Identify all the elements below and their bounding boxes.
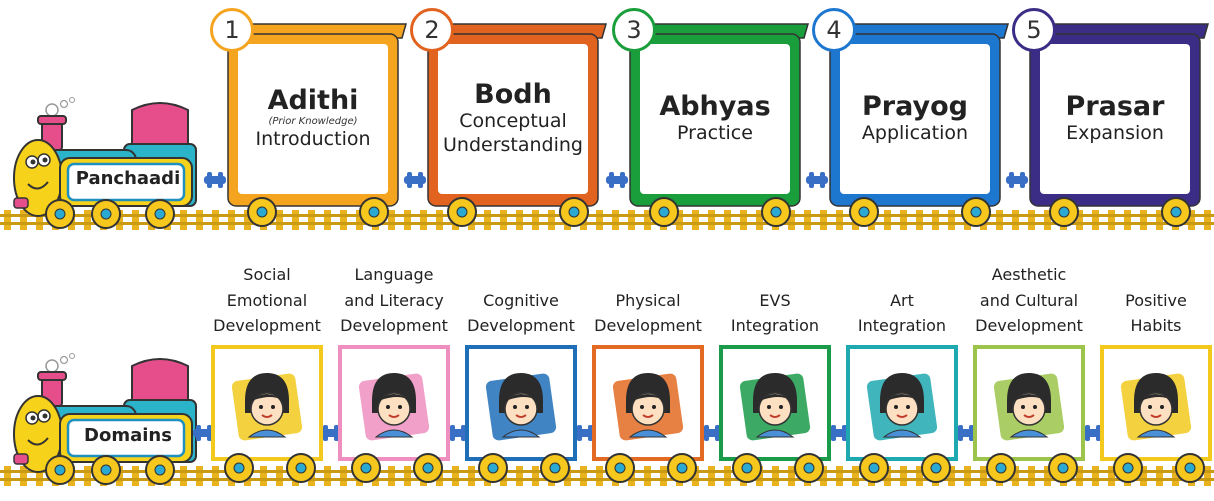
stage-wagon-4 xyxy=(824,23,1009,227)
engines xyxy=(13,97,197,485)
stage-subtitle: Application xyxy=(861,121,969,144)
domains-engine-label: Domains xyxy=(84,425,172,446)
coupler xyxy=(193,425,215,441)
domain-label-line: Cognitive xyxy=(483,290,559,310)
stage-note: (Prior Knowledge) xyxy=(268,115,358,127)
child-exercising-icon xyxy=(612,373,684,441)
stage-text-1: Adithi(Prior Knowledge)Introduction xyxy=(238,44,388,194)
domain-label-line: Art xyxy=(890,290,914,310)
stage-title: Abhyas xyxy=(659,91,771,123)
domain-label-line: Development xyxy=(213,316,321,336)
stage-title: Bodh xyxy=(474,79,552,111)
stage-number-3: 3 xyxy=(612,8,656,52)
coupler xyxy=(404,172,426,188)
domain-wagon-2 xyxy=(338,345,450,483)
stage-title: Prayog xyxy=(862,91,968,123)
domain-wagons xyxy=(211,345,1212,483)
domain-wagon-3 xyxy=(465,345,577,483)
domain-label-line: and Literacy xyxy=(344,290,444,310)
domain-label-line: Physical xyxy=(615,290,681,310)
coupler xyxy=(574,425,596,441)
domain-label-line: Development xyxy=(975,316,1083,336)
child-with-nature-icon xyxy=(739,373,811,441)
domain-label-line: Aesthetic xyxy=(991,265,1067,285)
coupler xyxy=(828,425,850,441)
domain-wagon-7 xyxy=(973,345,1085,483)
domain-label-5: EVS Integration xyxy=(707,288,843,339)
coupler xyxy=(701,425,723,441)
stage-wagon-1 xyxy=(222,23,407,227)
stage-number-5: 5 xyxy=(1012,8,1056,52)
stage-subtitle: Understanding xyxy=(443,133,583,156)
stage-panel xyxy=(438,44,588,194)
stage-wagon-5 xyxy=(1024,23,1209,227)
stage-subtitle: Expansion xyxy=(1066,121,1164,144)
child-painting-icon xyxy=(866,373,938,441)
coupler xyxy=(320,425,342,441)
stage-title: Adithi xyxy=(267,85,359,117)
coupler xyxy=(1082,425,1104,441)
child-thinking-icon xyxy=(485,373,557,441)
coupler xyxy=(447,425,469,441)
domain-label-line: Social xyxy=(243,265,291,285)
panchaadi-wagons xyxy=(222,23,1209,227)
track xyxy=(0,210,1214,230)
coupler xyxy=(204,172,226,188)
domain-label-line: Language xyxy=(354,265,434,285)
stage-wagon-2 xyxy=(422,23,607,227)
coupler xyxy=(1006,172,1028,188)
child-singing-icon xyxy=(993,373,1065,441)
domain-wagon-5 xyxy=(719,345,831,483)
domain-label-line: Integration xyxy=(730,316,820,336)
domain-wagon-4 xyxy=(592,345,704,483)
domain-label-line: Positive xyxy=(1125,290,1187,310)
domains-engine xyxy=(13,353,197,485)
stage-subtitle: Practice xyxy=(677,121,753,144)
stage-number-2: 2 xyxy=(410,8,454,52)
domain-label-line: EVS xyxy=(759,290,791,310)
panchaadi-engine-label: Panchaadi xyxy=(75,168,181,189)
domain-wagon-6 xyxy=(846,345,958,483)
panchaadi-engine xyxy=(13,97,197,229)
coupler xyxy=(806,172,828,188)
coupler xyxy=(955,425,977,441)
stage-panel xyxy=(640,44,790,194)
coupler xyxy=(606,172,628,188)
stage-subtitle: Conceptual xyxy=(459,110,567,133)
domain-label-line: Development xyxy=(467,316,575,336)
stage-panel xyxy=(1040,44,1190,194)
domain-label-line: Habits xyxy=(1130,316,1182,336)
domain-label-line: Emotional xyxy=(226,290,308,310)
stage-panel xyxy=(238,44,388,194)
stage-number-1: 1 xyxy=(210,8,254,52)
domain-label-line: Integration xyxy=(857,316,947,336)
domain-label-line: and Cultural xyxy=(979,290,1079,310)
stage-number-4: 4 xyxy=(812,8,856,52)
domain-wagon-8 xyxy=(1100,345,1212,483)
stage-subtitle: Introduction xyxy=(255,127,371,150)
child-with-heart-icon xyxy=(231,373,303,441)
stage-panel xyxy=(840,44,990,194)
domain-label-line: Development xyxy=(594,316,702,336)
couplers xyxy=(193,172,1104,441)
stage-title: Prasar xyxy=(1065,91,1165,123)
stage-wagon-3 xyxy=(624,23,809,227)
domain-label-line: Development xyxy=(340,316,448,336)
domain-wagon-1 xyxy=(211,345,323,483)
child-meditating-icon xyxy=(1120,373,1192,441)
child-with-books-icon xyxy=(358,373,430,441)
